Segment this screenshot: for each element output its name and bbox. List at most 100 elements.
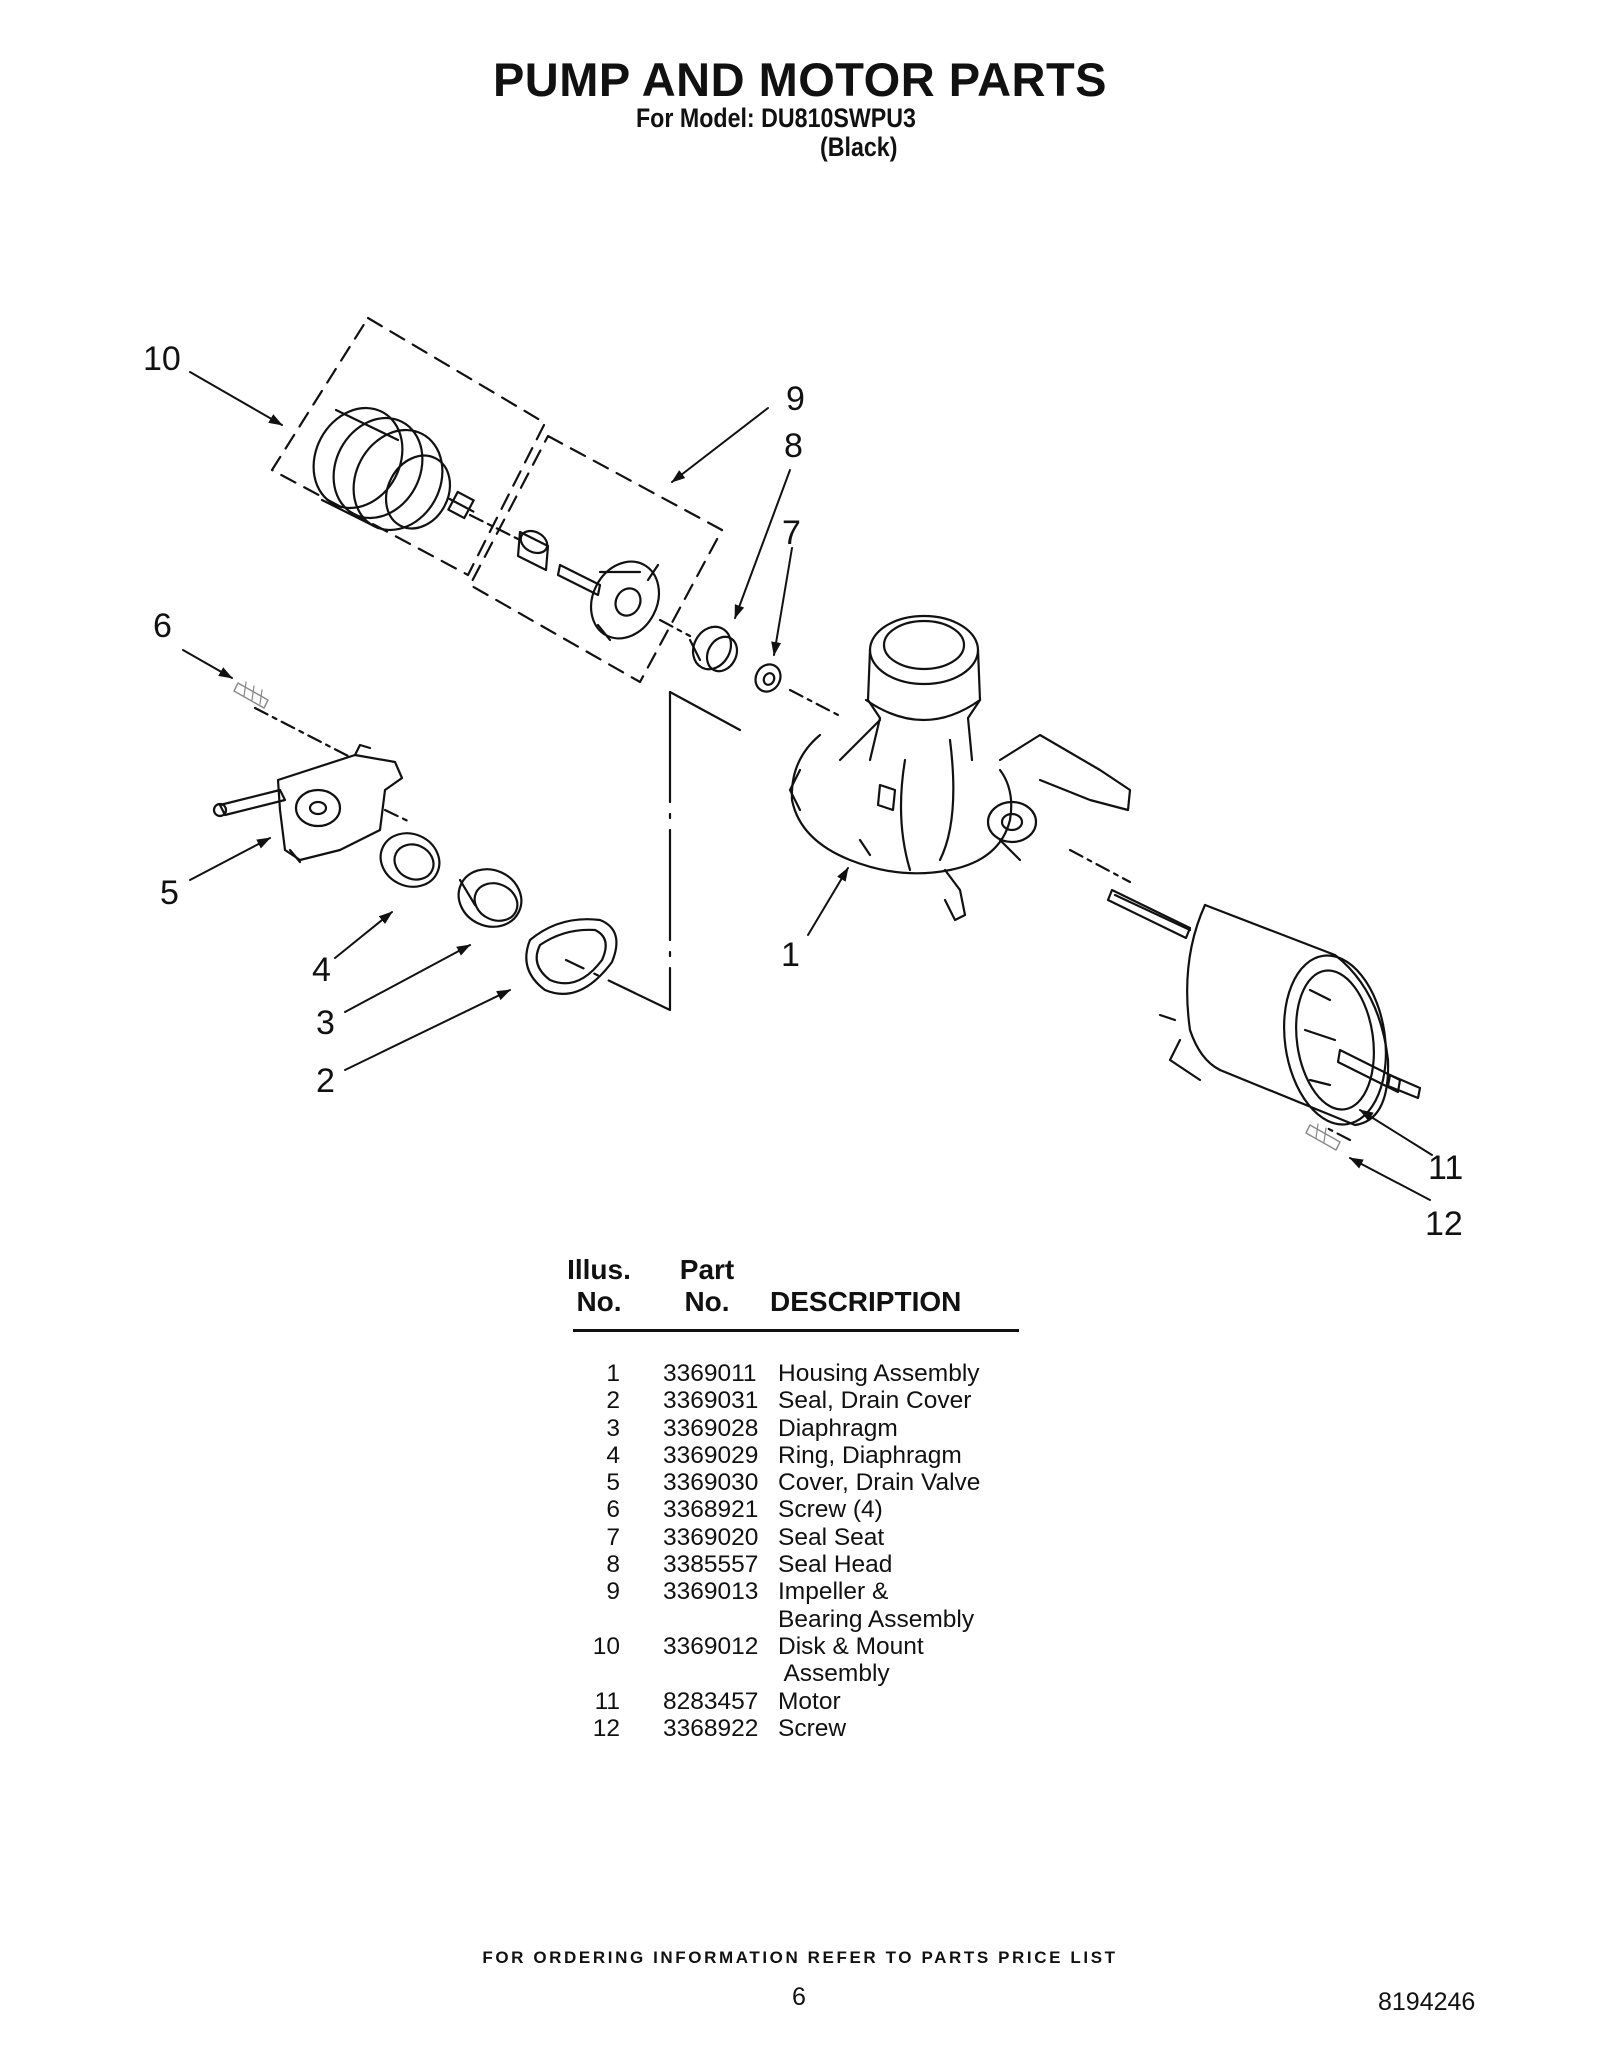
screw-6 (233, 681, 269, 709)
header-part-top: Part (679, 1254, 735, 1285)
illus-no-cell: 7 (606, 1523, 620, 1551)
leader-1 (807, 867, 849, 936)
seal-head (688, 625, 739, 673)
description-cell: Seal, Drain Cover (778, 1387, 972, 1415)
callout-6: 6 (153, 607, 172, 645)
illus-no-cell: 11 (594, 1687, 620, 1715)
motor (1106, 888, 1422, 1127)
drain-cover-seal (525, 918, 618, 995)
illus-no-cell: 4 (606, 1441, 620, 1469)
callout-2: 2 (316, 1062, 335, 1100)
description-cell: Housing Assembly (778, 1360, 980, 1387)
part-no-cell: 3369029 (663, 1441, 759, 1469)
header-illus-bottom: No. (576, 1286, 622, 1317)
part-no-cell: 3369028 (663, 1414, 759, 1442)
leader-6 (182, 649, 233, 679)
description-cell: Bearing Assembly (778, 1605, 975, 1633)
housing-assembly (788, 614, 1132, 922)
part-9-dashed-box (468, 434, 724, 684)
header-part-no: Part No. (674, 1254, 740, 1318)
description-cell: Screw (4) (778, 1496, 883, 1524)
screw-12 (1305, 1123, 1341, 1151)
table-row: 2 3369031 Seal, Drain Cover (560, 1387, 980, 1414)
table-row: 9 3369013 Impeller & (560, 1578, 980, 1605)
description-cell: Disk & Mount (778, 1632, 924, 1660)
description-cell: Seal Head (778, 1551, 893, 1579)
description-cell: Cover, Drain Valve (778, 1469, 981, 1497)
header-illus-no: Illus. No. (566, 1254, 632, 1318)
model-line: For Model: DU810SWPU3 (636, 103, 916, 133)
part-no-cell: 3369030 (663, 1469, 759, 1497)
illus-no-cell: 6 (606, 1496, 620, 1524)
header-illus-top: Illus. (567, 1254, 631, 1285)
table-row: 4 3369029 Ring, Diaphragm (560, 1442, 980, 1469)
diaphragm (457, 868, 523, 928)
illus-no-cell: 2 (606, 1387, 620, 1415)
part-no-cell: 3368922 (663, 1714, 759, 1742)
page-number: 6 (792, 1983, 806, 2011)
callout-1: 1 (781, 936, 800, 974)
leader-4 (334, 911, 393, 959)
leader-9 (671, 407, 769, 483)
callout-12: 12 (1425, 1205, 1463, 1243)
part-no-cell: 8283457 (663, 1687, 759, 1715)
disk-and-mount-assembly (312, 406, 475, 532)
exploded-parts-diagram: 1 2 3 4 5 6 7 8 9 10 11 12 (143, 316, 1463, 1243)
illus-no-cell: 9 (606, 1578, 620, 1606)
part-no-cell: 3385557 (663, 1551, 759, 1579)
description-cell: Assembly (778, 1660, 890, 1688)
callout-8: 8 (784, 427, 803, 465)
part-10-dashed-box (270, 316, 547, 577)
leader-12 (1349, 1157, 1431, 1201)
description-cell: Motor (778, 1687, 841, 1715)
part-no-cell: 3369020 (663, 1523, 759, 1551)
ordering-note: FOR ORDERING INFORMATION REFER TO PARTS … (482, 1948, 1118, 1967)
part-no-cell: 3369031 (663, 1387, 759, 1415)
illus-no-cell: 3 (606, 1414, 620, 1442)
callout-11: 11 (1428, 1149, 1463, 1187)
leader-8 (734, 469, 791, 619)
leader-7 (771, 547, 793, 656)
leader-2 (344, 989, 511, 1071)
illus-no-cell: 1 (606, 1360, 620, 1387)
leader-11 (1359, 1109, 1433, 1156)
table-row: 12 3368922 Screw (560, 1715, 980, 1742)
part-no-cell (663, 1660, 778, 1687)
table-row: 11 8283457 Motor (560, 1688, 980, 1715)
description-cell: Ring, Diaphragm (778, 1441, 962, 1469)
illus-no-cell (560, 1606, 663, 1633)
table-row: Assembly (560, 1660, 980, 1687)
callout-3: 3 (316, 1004, 335, 1042)
leader-5 (189, 837, 271, 881)
leader-3 (344, 944, 471, 1013)
description-cell: Impeller & (778, 1578, 889, 1606)
callout-9: 9 (786, 380, 805, 418)
callout-7: 7 (782, 514, 801, 552)
seal-seat (754, 663, 782, 693)
description-cell: Screw (778, 1714, 847, 1742)
callout-4: 4 (312, 951, 331, 989)
table-row: Bearing Assembly (560, 1606, 980, 1633)
diaphragm-ring (379, 832, 441, 888)
leader-10 (189, 371, 283, 426)
table-row: 5 3369030 Cover, Drain Valve (560, 1469, 980, 1496)
header-part-bottom: No. (684, 1286, 730, 1317)
part-no-cell: 3369012 (663, 1632, 759, 1660)
drain-valve-cover (212, 743, 404, 864)
illus-no-cell: 5 (606, 1469, 620, 1497)
impeller-and-bearing-assembly (516, 529, 661, 642)
illus-no-cell: 12 (592, 1714, 620, 1742)
header-rule (573, 1329, 1019, 1332)
header-description: DESCRIPTION (770, 1286, 962, 1317)
parts-table: 1 3369011 Housing Assembly 2 3369031 Seal, Dr… (560, 1360, 981, 1742)
callout-10: 10 (143, 340, 181, 378)
color-line: (Black) (820, 132, 898, 162)
part-no-cell: 3369013 (663, 1578, 759, 1606)
part-no-cell: 3369011 (663, 1360, 757, 1387)
callout-numbers: 1 2 3 4 5 6 7 8 9 10 11 12 (143, 340, 1463, 1243)
